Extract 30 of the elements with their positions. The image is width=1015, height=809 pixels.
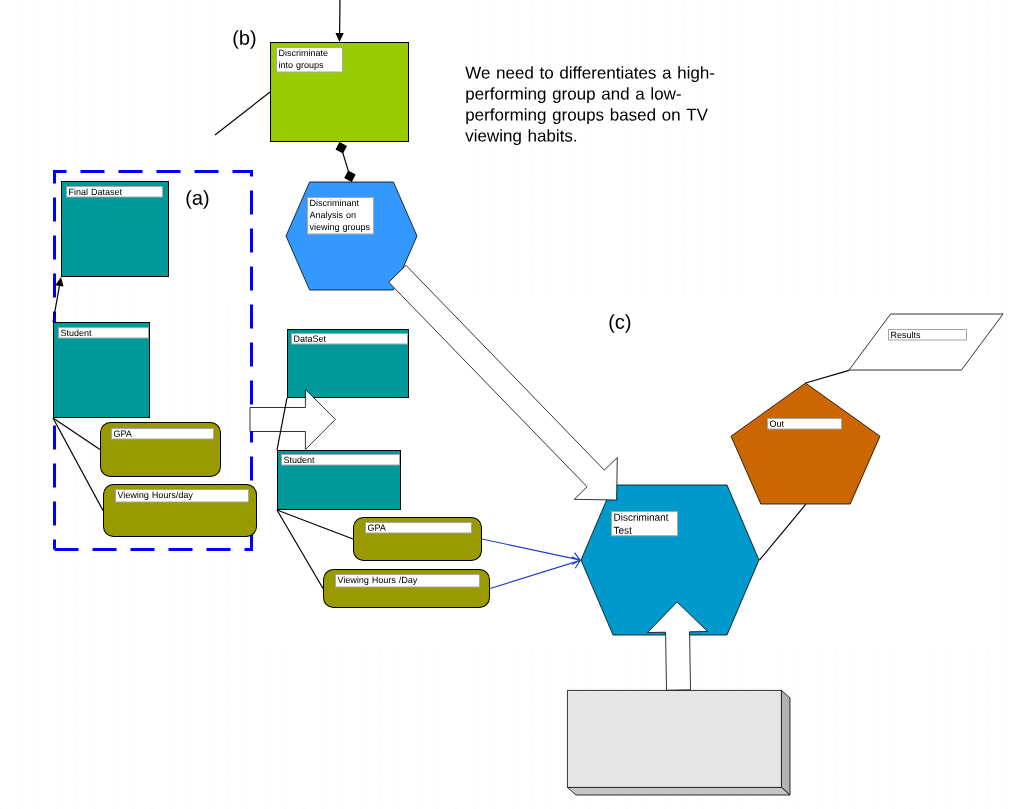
process-box: Discriminate into groups [270, 42, 409, 142]
block-arrow [388, 265, 618, 501]
arrow [52, 277, 64, 323]
output-parallelogram: Results [848, 313, 1004, 371]
arrow [335, 142, 356, 182]
panel-label: (b) [233, 30, 256, 49]
dataset-box: DataSet [287, 329, 409, 398]
block-arrow [647, 601, 708, 691]
connector-line [52, 417, 104, 512]
arrow [335, 0, 344, 42]
connector-line [276, 397, 288, 451]
connector-line [214, 91, 271, 136]
arrow [489, 556, 581, 590]
connector-line [52, 417, 101, 451]
dataset-box: Final Dataset [61, 181, 169, 277]
attribute-box: Viewing Hours /Day [323, 569, 490, 608]
note-text: We need to differentiates a high-performing group and a low-performing groups based on TV viewing habits. [465, 66, 715, 146]
attribute-box: GPA [353, 517, 482, 561]
table-box: Student [53, 322, 150, 418]
connector-line [276, 509, 324, 590]
attribute-box: Viewing Hours/day [103, 484, 257, 537]
process-box [566, 689, 791, 796]
panel-label: (c) [609, 314, 631, 333]
connector-line [276, 509, 354, 540]
attribute-box: GPA [100, 422, 221, 477]
connector-line [758, 503, 807, 561]
connector-line [805, 369, 850, 384]
table-box: Student [277, 450, 401, 510]
arrow [481, 538, 581, 565]
block-arrow [249, 389, 336, 450]
